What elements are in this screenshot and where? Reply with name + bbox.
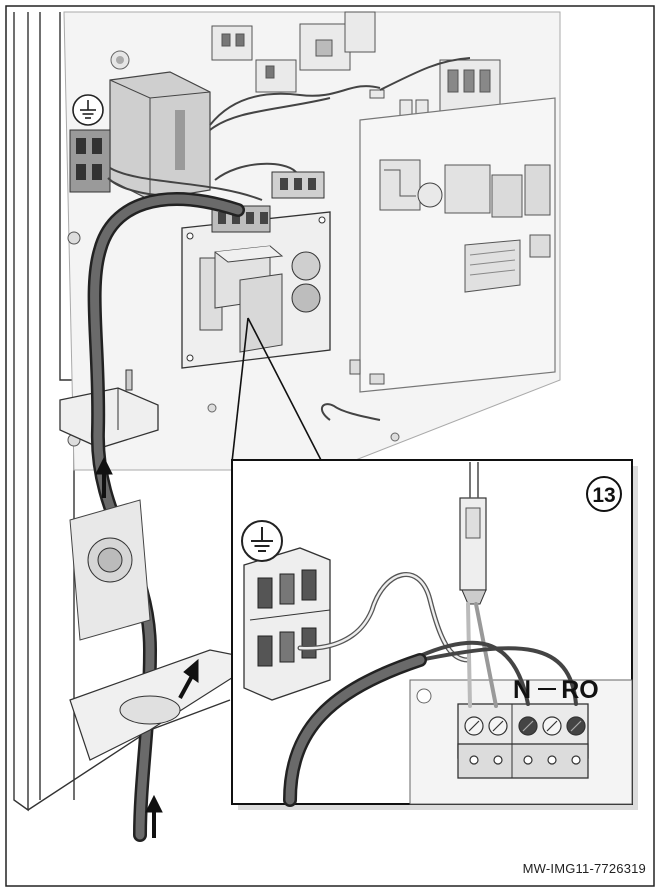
direction-arrows (95, 456, 199, 838)
unit-housing (13, 12, 231, 812)
arrow-up-right-icon (178, 658, 199, 699)
image-reference-code: MW-IMG11-7726319 (522, 861, 646, 876)
arrow-up-icon (145, 794, 163, 838)
arrow-up-icon (95, 456, 113, 498)
inset-ground-icon (241, 520, 283, 562)
step-badge (586, 476, 622, 512)
detail-inset: 13 N RO (231, 459, 638, 810)
callout-lines (231, 317, 323, 463)
top-ground-terminal (69, 129, 111, 193)
relay-pcb (181, 171, 331, 369)
terminal-label-n: N (513, 676, 531, 704)
internal-wires (107, 57, 471, 421)
terminal-label-ro: RO (561, 676, 599, 704)
cable-inlet-bracket (69, 499, 262, 761)
step-number: 13 (592, 484, 615, 507)
top-ground-icon (72, 94, 104, 126)
cable-clamp (59, 369, 159, 449)
main-control-board (349, 97, 556, 393)
figure-frame (5, 5, 655, 887)
transformer-block (109, 71, 211, 201)
